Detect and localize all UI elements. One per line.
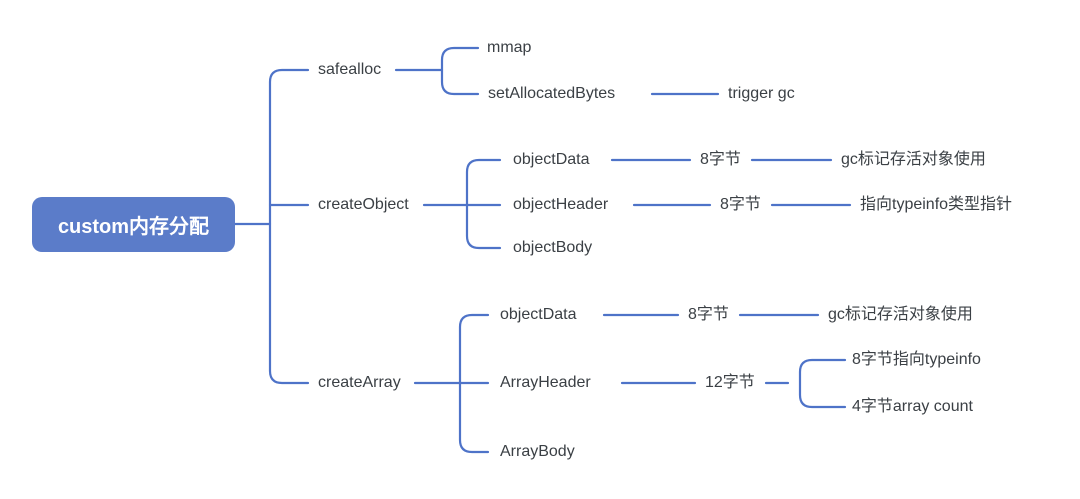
node-objectdata[interactable]: objectData <box>513 151 590 168</box>
node-objectbody[interactable]: objectBody <box>513 239 593 256</box>
node-root[interactable]: custom内存分配 <box>32 197 235 252</box>
connector-createarray-bracket <box>458 313 490 454</box>
node-mmap[interactable]: mmap <box>487 39 532 56</box>
node-4bytes-array-count[interactable]: 4字节array count <box>852 398 973 415</box>
node-objectheader-8bytes[interactable]: 8字节 <box>720 196 761 213</box>
connector-createobject-bracket <box>465 158 502 250</box>
node-trigger-gc[interactable]: trigger gc <box>728 85 795 102</box>
node-setallocatedbytes[interactable]: setAllocatedBytes <box>488 85 616 102</box>
node-arraybody[interactable]: ArrayBody <box>500 443 575 460</box>
node-typeinfo-pointer[interactable]: 指向typeinfo类型指针 <box>860 196 1013 213</box>
node-gc-mark-usage2[interactable]: gc标记存活对象使用 <box>828 306 973 323</box>
node-createarray[interactable]: createArray <box>318 374 401 391</box>
node-objectdata-8bytes[interactable]: 8字节 <box>700 151 741 168</box>
node-objectdata2[interactable]: objectData <box>500 306 577 323</box>
connector-safealloc-bracket <box>440 46 480 96</box>
node-objectdata2-8bytes[interactable]: 8字节 <box>688 306 729 323</box>
node-arrayheader[interactable]: ArrayHeader <box>500 374 591 391</box>
node-createobject[interactable]: createObject <box>318 196 409 213</box>
node-objectheader[interactable]: objectHeader <box>513 196 609 213</box>
connector-main-spine <box>268 68 310 385</box>
node-12bytes[interactable]: 12字节 <box>705 374 755 391</box>
node-safealloc[interactable]: safealloc <box>318 61 382 78</box>
connector-12bytes-bracket <box>798 358 847 409</box>
node-gc-mark-usage[interactable]: gc标记存活对象使用 <box>841 151 986 168</box>
node-8bytes-typeinfo[interactable]: 8字节指向typeinfo <box>852 351 981 368</box>
